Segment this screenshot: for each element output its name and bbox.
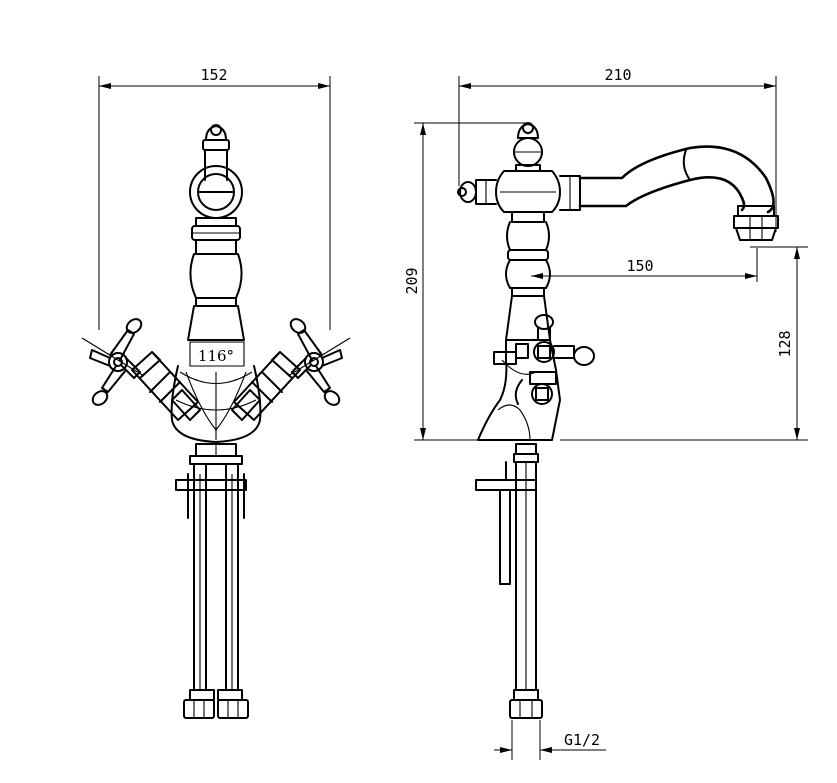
front-left-arm [131,351,201,421]
front-right-cross-handle [287,318,351,406]
side-spout-height-label: 128 [776,330,794,357]
front-angle-callout [189,341,245,367]
front-angle-label: 116° [198,347,234,365]
side-view: 210 209 150 128 [403,66,808,760]
side-mixer-body [477,339,561,441]
front-top-knob [202,124,230,181]
front-body-column [187,217,245,341]
front-supply-tubes [175,443,249,719]
front-width-label: 152 [200,66,227,84]
front-right-arm [231,351,301,421]
side-thread-label: G1/2 [564,731,600,749]
side-spout [559,145,779,241]
side-lever-hub [457,170,561,213]
side-projection-dimension [458,76,777,232]
side-top-knob [513,122,543,172]
front-view: 152 116° [81,66,351,719]
side-thread-dimension [494,720,606,760]
front-spout-ring [189,165,243,219]
side-reach-dimension [531,248,758,282]
side-cross-handle [514,314,595,405]
front-left-cross-handle [81,318,145,406]
side-reach-label: 150 [626,257,653,275]
side-projection-label: 210 [604,66,631,84]
front-mixer-body [170,365,262,443]
side-height-label: 209 [403,267,421,294]
side-spout-height-dimension [560,246,808,441]
front-width-dimension [98,76,331,330]
side-supply-tubes [475,443,543,719]
